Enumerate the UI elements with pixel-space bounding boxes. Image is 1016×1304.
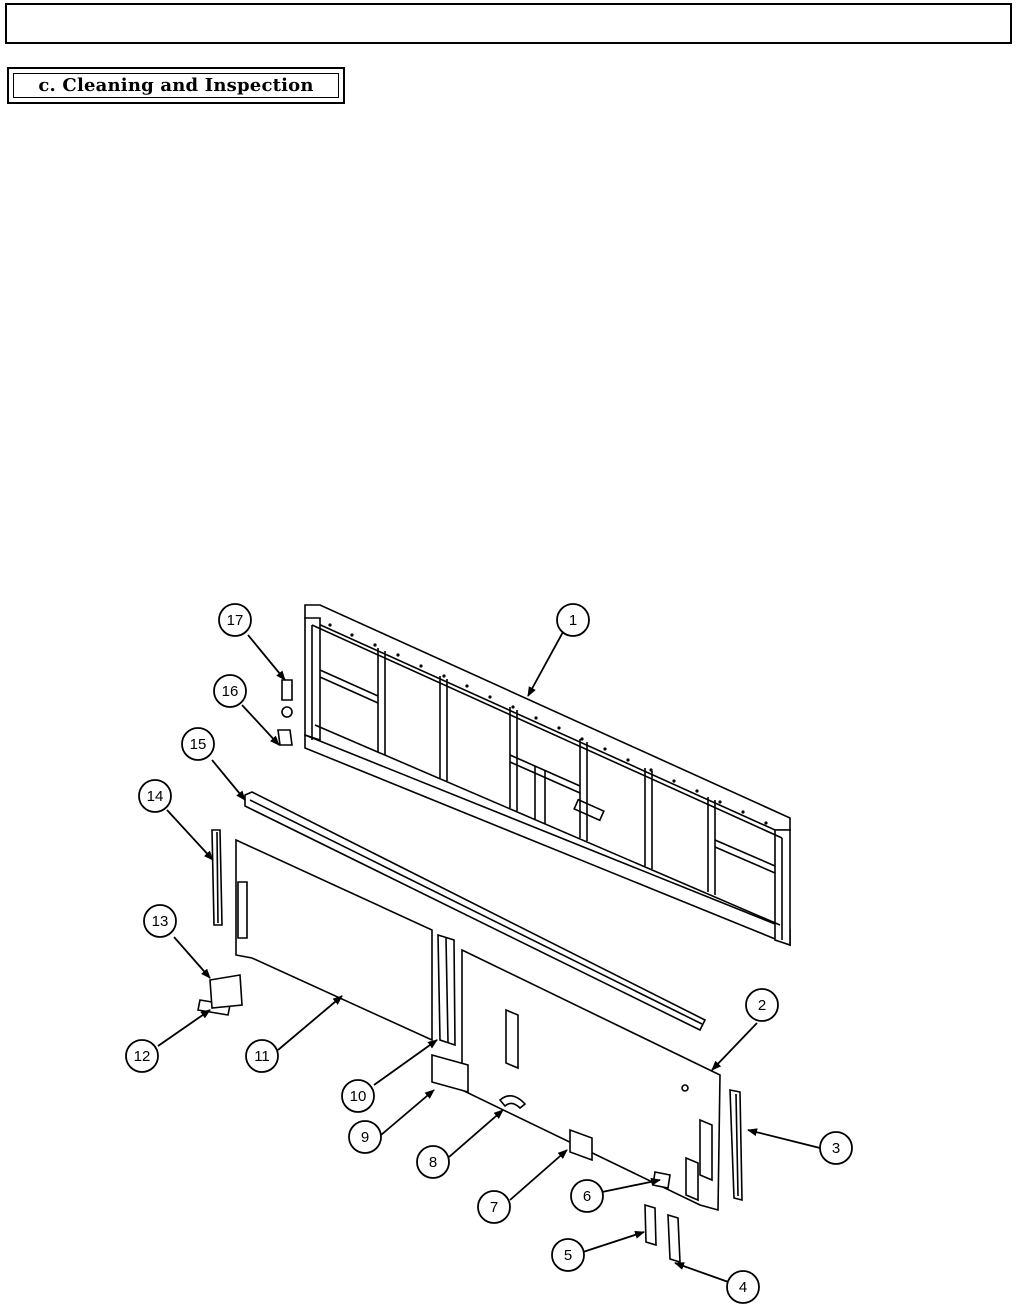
callout-7: 7	[477, 1190, 511, 1224]
svg-text:3: 3	[832, 1140, 840, 1157]
svg-text:12: 12	[134, 1048, 151, 1065]
svg-text:8: 8	[429, 1154, 437, 1171]
svg-text:9: 9	[361, 1129, 369, 1146]
callout-5: 5	[551, 1238, 585, 1272]
svg-text:1: 1	[569, 612, 577, 629]
frame-bolt-row	[328, 623, 768, 825]
callout-16: 16	[213, 674, 247, 708]
callout-3: 3	[819, 1131, 853, 1165]
callout-6: 6	[570, 1179, 604, 1213]
svg-text:5: 5	[564, 1247, 572, 1264]
lower-bracket-parts	[644, 1118, 713, 1264]
callout-9: 9	[348, 1120, 382, 1154]
svg-text:10: 10	[350, 1088, 367, 1105]
right-panel-part	[461, 948, 721, 1212]
callout-14: 14	[138, 779, 172, 813]
right-strip-part	[729, 1089, 743, 1202]
frame-assembly-part	[304, 604, 791, 947]
svg-text:4: 4	[739, 1279, 747, 1296]
callout-15: 15	[181, 727, 215, 761]
callout-1: 1	[556, 603, 590, 637]
svg-text:13: 13	[152, 913, 169, 930]
svg-text:2: 2	[758, 997, 766, 1014]
callout-13: 13	[143, 904, 177, 938]
page-header-box	[5, 3, 1012, 44]
callout-12: 12	[125, 1039, 159, 1073]
svg-text:15: 15	[190, 736, 207, 753]
svg-text:11: 11	[254, 1048, 270, 1065]
callout-2: 2	[745, 988, 779, 1022]
svg-text:7: 7	[490, 1199, 498, 1216]
callout-17: 17	[218, 603, 252, 637]
svg-text:14: 14	[147, 788, 164, 805]
svg-text:17: 17	[227, 612, 244, 629]
left-panel-part	[235, 838, 456, 1047]
callout-8: 8	[416, 1145, 450, 1179]
section-heading-box: c. Cleaning and Inspection	[7, 67, 345, 104]
long-rail-part	[244, 791, 707, 1032]
callout-10: 10	[341, 1079, 375, 1113]
leader-lines	[157, 631, 821, 1285]
callout-11: 11	[245, 1039, 279, 1073]
svg-text:16: 16	[222, 683, 239, 700]
callout-4: 4	[726, 1270, 760, 1304]
small-fitting-parts	[197, 679, 671, 1189]
vertical-strip-part	[211, 829, 223, 926]
svg-text:6: 6	[583, 1188, 591, 1205]
